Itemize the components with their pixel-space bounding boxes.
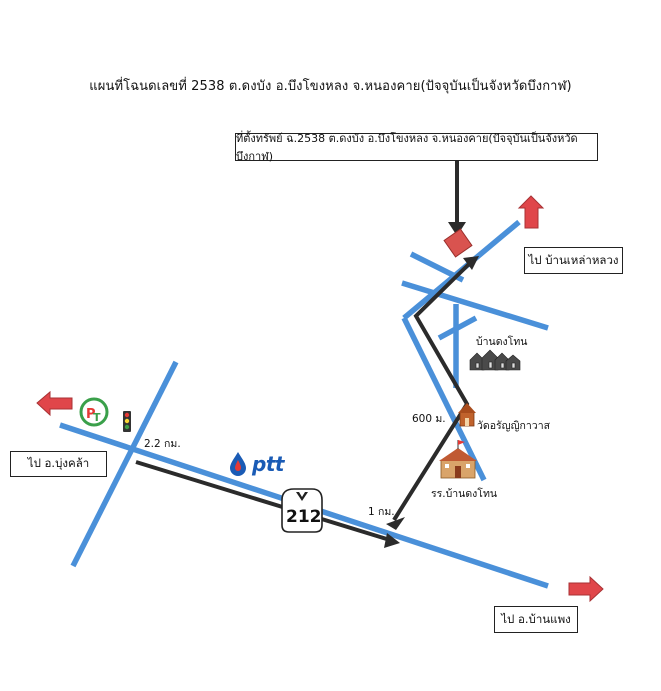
map-title: แผนที่โฉนดเลขที่ 2538 ต.ดงบัง อ.บึงโขงหล… (89, 79, 572, 94)
arrow-east (568, 575, 604, 603)
road-number-label: 212 (286, 507, 322, 527)
road-village-spine (401, 316, 487, 482)
destination-northeast-box: ไป บ้านเหล่าหลวง (524, 247, 623, 274)
ptt-brand-label: ptt (252, 452, 284, 476)
direction-arrows (36, 195, 604, 603)
pt-logo-icon: P T (79, 397, 109, 427)
route-line-main (135, 460, 391, 542)
school-label: รร.บ้านดงโทน (431, 488, 498, 500)
property-location-box: ที่ตั้งทรัพย์ ฉ.2538 ต.ดงบัง อ.บึงโขงหลง… (235, 132, 598, 163)
distance-turn-label: 1 กม. (368, 506, 395, 518)
road-branch-4 (437, 315, 478, 341)
village-houses-icon (469, 349, 521, 371)
ptt-drop-icon (230, 452, 246, 476)
road-cross-west (70, 360, 179, 568)
village-label: บ้านดงโทน (476, 336, 528, 348)
road-branch-2 (401, 280, 549, 331)
svg-text:P: P (86, 407, 96, 422)
property-marker (443, 228, 473, 258)
school-icon (439, 440, 477, 479)
distance-junction-label: 2.2 กม. (144, 438, 181, 450)
route-arrowheads (384, 222, 479, 548)
route-line-north (392, 261, 472, 522)
arrowhead-north (386, 517, 405, 530)
arrow-west (36, 390, 73, 417)
traffic-light-icon (123, 411, 131, 432)
route-path (135, 160, 472, 542)
distance-temple-label: 600 ม. (412, 413, 446, 425)
arrow-northeast (517, 195, 545, 229)
svg-text:T: T (93, 411, 101, 424)
road-212-shield-icon (281, 488, 323, 533)
temple-icon (458, 403, 476, 427)
destination-east-box: ไป อ.บ้านแพง (494, 606, 578, 633)
temple-label: วัดอรัญญิกาวาส (477, 420, 551, 432)
arrowhead-property (463, 256, 479, 270)
arrowhead-east (384, 533, 400, 548)
arrowhead-pointer (448, 222, 466, 236)
destination-west-box: ไป อ.บุ่งคล้า (10, 451, 107, 477)
